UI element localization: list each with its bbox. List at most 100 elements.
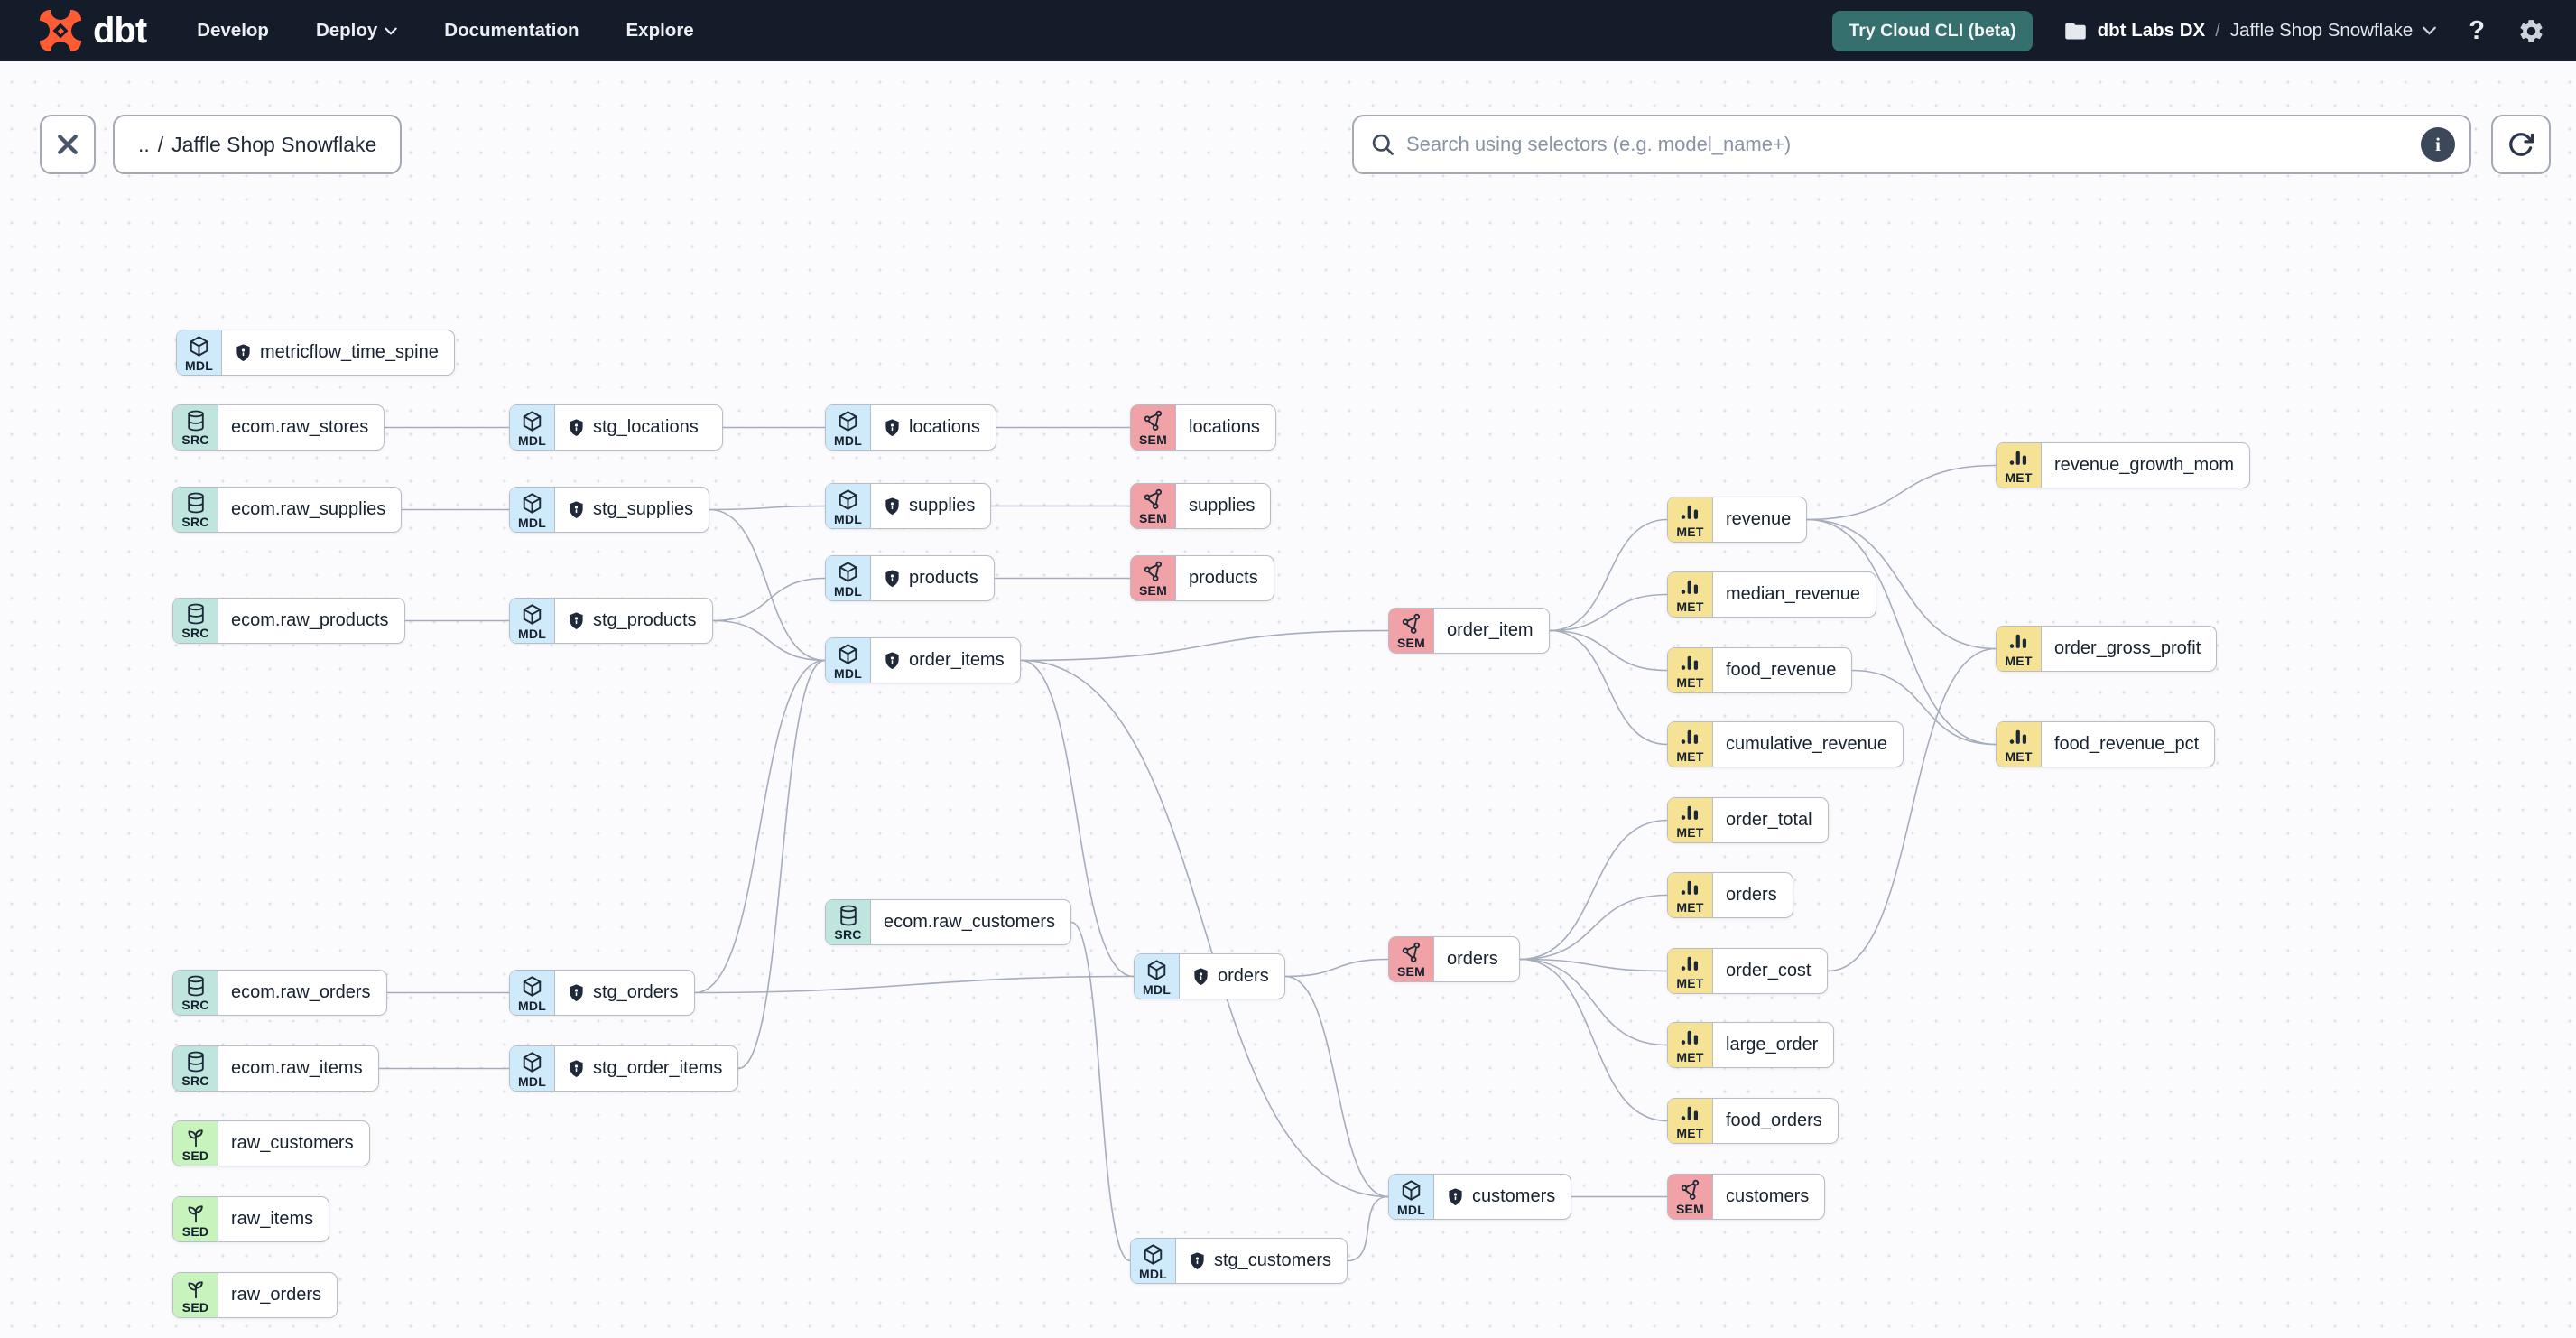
node-type-label: MET	[1676, 675, 1704, 690]
node-type-label: SRC	[181, 515, 209, 529]
breadcrumb-up[interactable]: ..	[138, 132, 150, 156]
node-type-badge: SRC	[173, 488, 218, 532]
info-icon[interactable]: i	[2421, 127, 2455, 162]
cube-icon	[1141, 1242, 1165, 1267]
help-button[interactable]: ?	[2469, 15, 2485, 45]
dbt-logo[interactable]: dbt	[40, 10, 147, 51]
node-type-label: SED	[181, 1300, 209, 1315]
edge-orders_mdl-to-customers_mdl	[1284, 975, 1389, 1198]
node-type-badge: MDL	[1389, 1175, 1434, 1219]
nav-item-deploy[interactable]: Deploy	[316, 20, 397, 42]
node-type-label: MET	[2005, 749, 2033, 764]
node-label: supplies	[1189, 496, 1256, 516]
node-type-badge: MET	[1668, 1023, 1713, 1067]
search-input[interactable]	[1406, 133, 2421, 156]
folder-icon	[2063, 19, 2088, 43]
edge-food_revenue-to-food_revenue_pct	[1851, 669, 1997, 746]
node-body: stg_order_items	[555, 1046, 737, 1091]
bar-chart-icon	[1679, 1027, 1702, 1050]
node-type-label: SRC	[181, 626, 209, 640]
project-selector[interactable]: dbt Labs DX / Jaffle Shop Snowflake	[2063, 19, 2437, 43]
node-label: stg_products	[593, 610, 697, 630]
edge-orders_sem-to-order_total	[1519, 819, 1668, 961]
edge-orders_mdl-to-orders_sem	[1284, 958, 1389, 978]
edge-stg_orders-to-order_items	[694, 659, 826, 994]
try-cloud-cli-button[interactable]: Try Cloud CLI (beta)	[1832, 10, 2033, 51]
settings-button[interactable]	[2517, 17, 2545, 45]
node-type-badge: MDL	[177, 330, 222, 375]
node-body: order_total	[1713, 798, 1828, 842]
node-supplies_mdl[interactable]: MDL supplies	[825, 483, 992, 529]
node-orders_mdl[interactable]: MDL orders	[1134, 953, 1285, 999]
node-label: food_revenue	[1726, 660, 1837, 680]
refresh-icon	[2507, 131, 2534, 158]
node-food_revenue[interactable]: MET food_revenue	[1667, 647, 1853, 693]
node-type-badge: SEM	[1668, 1175, 1713, 1219]
refresh-button[interactable]	[2491, 115, 2551, 174]
edge-stg_products-to-products_mdl	[712, 577, 826, 622]
node-type-badge: MDL	[510, 488, 555, 532]
node-type-badge: MET	[1668, 798, 1713, 842]
node-type-label: MDL	[834, 511, 862, 526]
node-label: orders	[1447, 949, 1498, 969]
node-type-label: MDL	[1143, 981, 1171, 997]
shield-icon	[1192, 967, 1209, 986]
node-label: supplies	[909, 496, 976, 516]
node-body: supplies	[1176, 484, 1270, 528]
node-type-label: MDL	[518, 515, 546, 530]
nav-item-develop[interactable]: Develop	[197, 20, 269, 42]
node-label: stg_orders	[593, 982, 679, 1002]
nav-item-documentation[interactable]: Documentation	[444, 20, 579, 42]
close-button[interactable]	[40, 115, 96, 174]
shield-icon	[884, 651, 901, 670]
node-label: orders	[1726, 885, 1777, 905]
shield-icon	[235, 343, 252, 362]
nav-item-label: Documentation	[444, 20, 579, 41]
main-nav: Develop Deploy Documentation Explore	[197, 20, 694, 42]
cube-icon	[187, 334, 211, 358]
node-label: orders	[1218, 966, 1269, 986]
node-label: ecom.raw_items	[231, 1058, 363, 1078]
nav-item-explore[interactable]: Explore	[626, 20, 694, 42]
node-type-badge: SEM	[1389, 609, 1434, 653]
edge-order_item_sem-to-cumulative_revenue	[1549, 629, 1668, 746]
